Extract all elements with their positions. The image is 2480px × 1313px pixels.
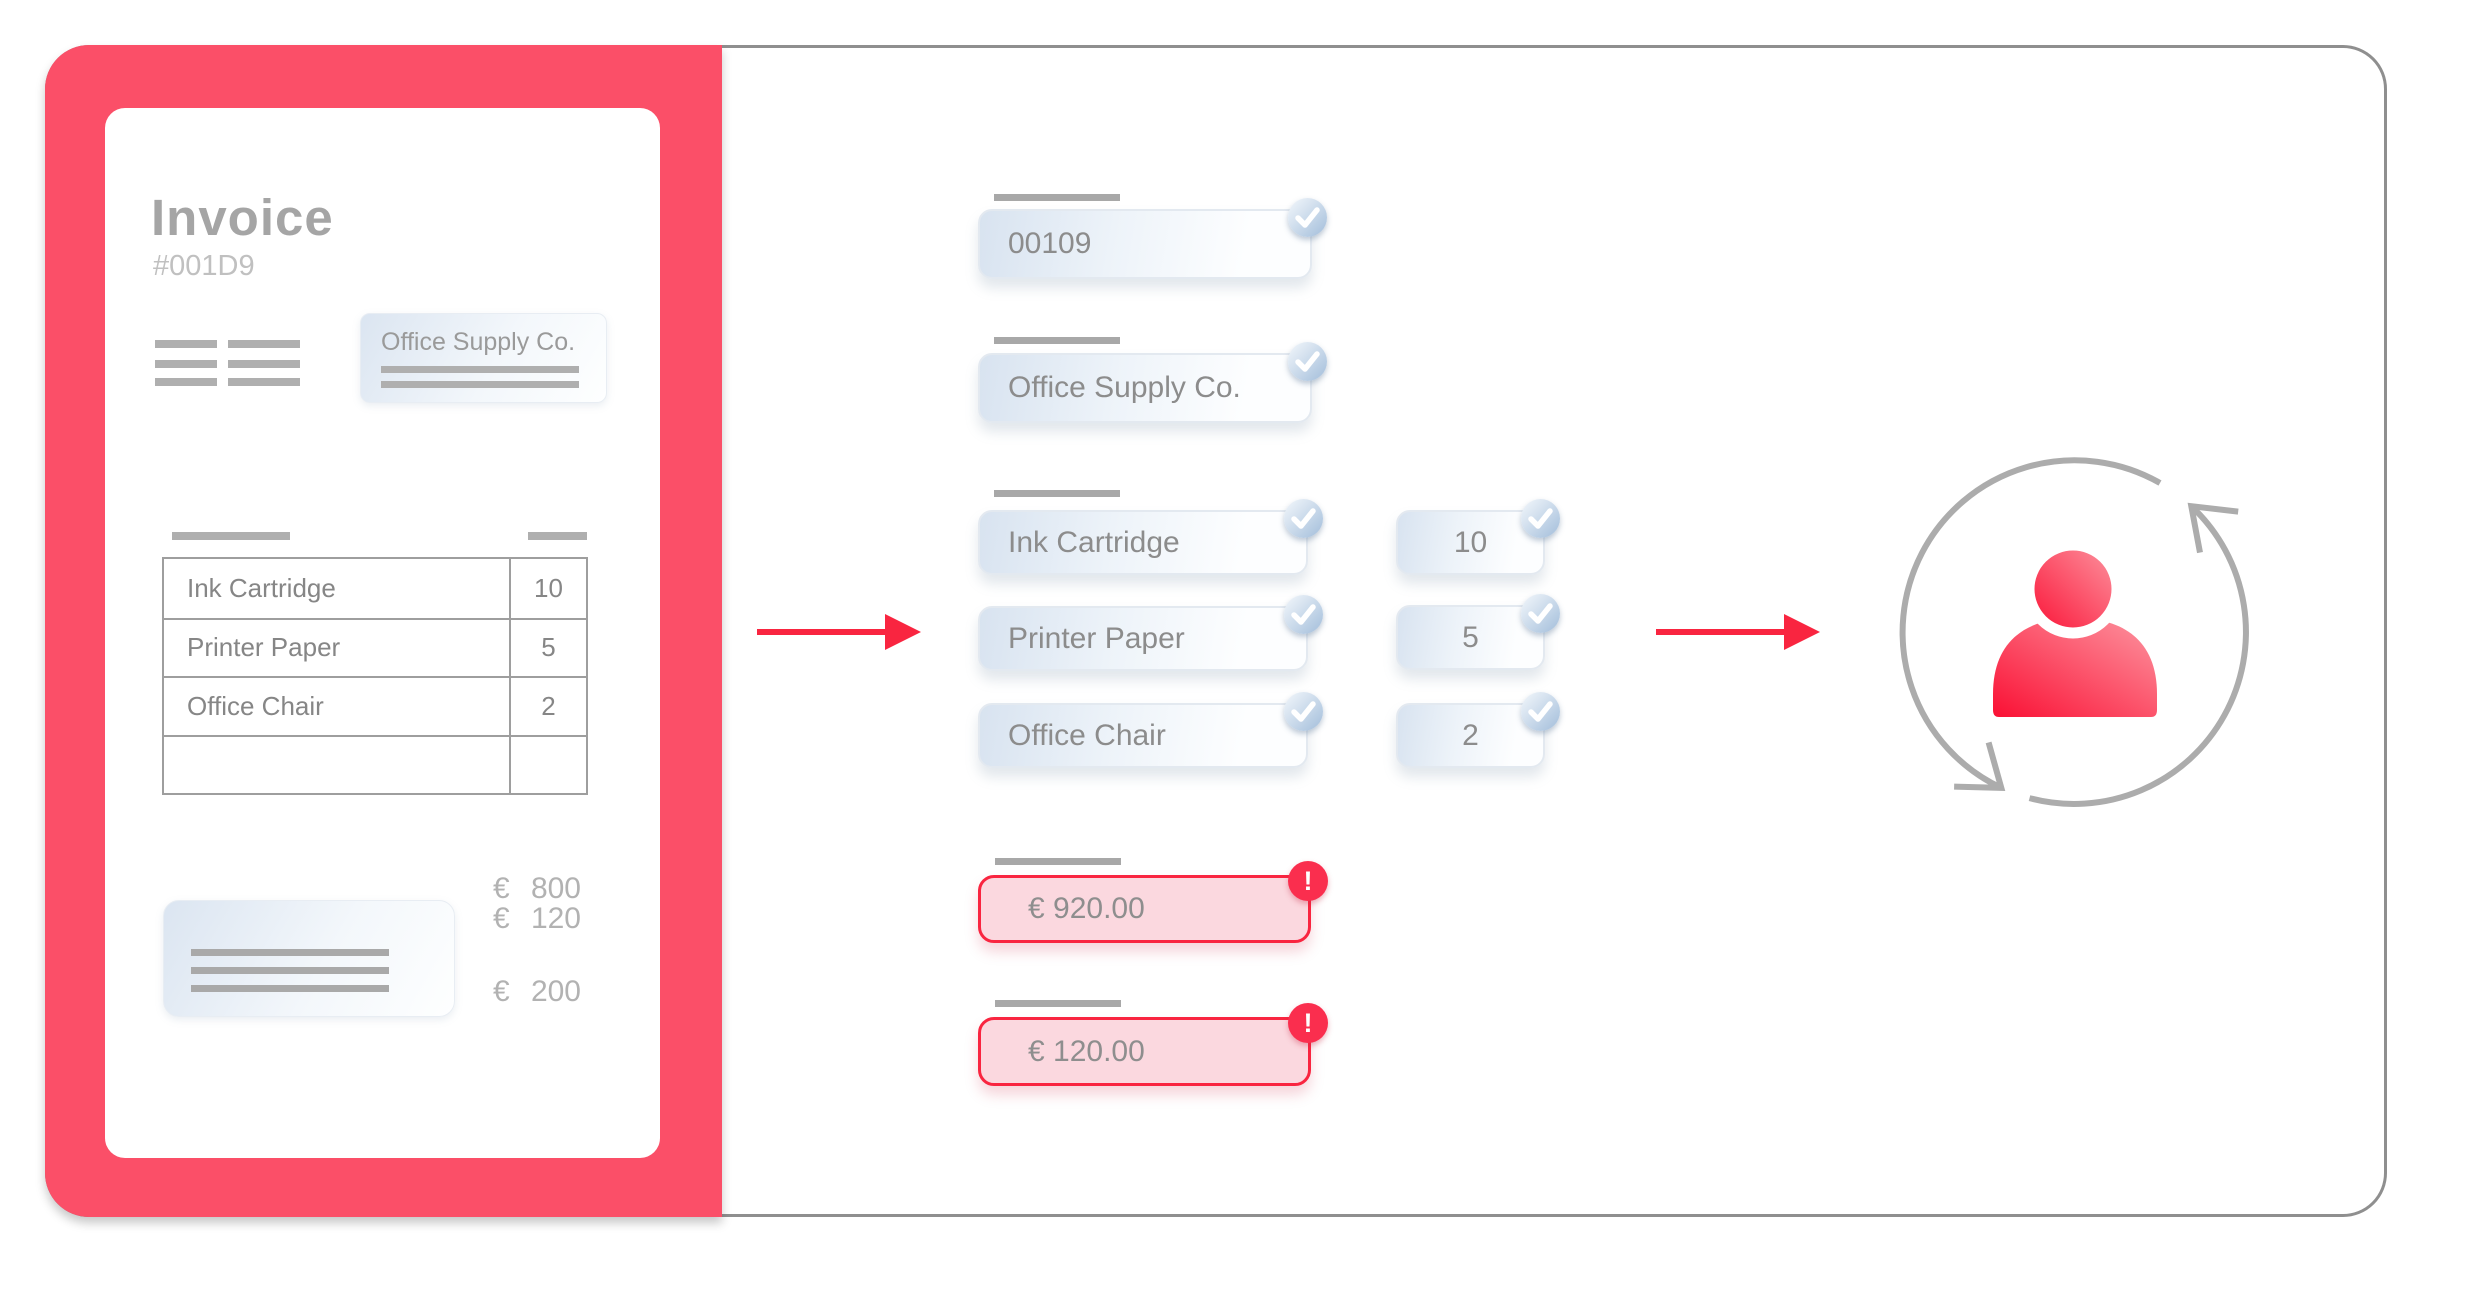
text-placeholder-bar bbox=[228, 360, 300, 368]
invoice-number-field[interactable]: 00109 bbox=[978, 198, 1327, 279]
check-icon bbox=[1288, 342, 1327, 381]
item-qty-cell: 10 bbox=[509, 559, 586, 618]
table-row: Office Chair 2 bbox=[164, 676, 586, 735]
item-name-cell: Office Chair bbox=[187, 690, 324, 721]
field-label-bar bbox=[994, 490, 1120, 497]
amount-value: 800 bbox=[530, 872, 581, 905]
check-icon bbox=[1521, 499, 1560, 538]
sync-arrows-icon bbox=[1899, 457, 2249, 807]
amount-value: 120 bbox=[530, 902, 581, 935]
line-item-qty-field[interactable]: 5 bbox=[1396, 594, 1560, 670]
table-header-bar bbox=[528, 532, 587, 540]
invoice-document-panel: Invoice #001D9 Office Supply Co. bbox=[45, 45, 722, 1217]
supplier-card: Office Supply Co. bbox=[360, 313, 607, 403]
total-amount-field[interactable]: € 920.00 ! bbox=[978, 861, 1328, 943]
arrow-right-icon bbox=[757, 614, 921, 650]
line-item-name-value: Printer Paper bbox=[1008, 621, 1185, 655]
invoice-page: Invoice #001D9 Office Supply Co. bbox=[105, 108, 660, 1158]
alert-icon: ! bbox=[1288, 1003, 1328, 1043]
line-item-name-field[interactable]: Printer Paper bbox=[978, 595, 1323, 671]
line-item-name-field[interactable]: Ink Cartridge bbox=[978, 499, 1323, 575]
table-row-empty bbox=[164, 734, 586, 794]
text-placeholder-bar bbox=[228, 378, 300, 386]
line-item-name-field[interactable]: Office Chair bbox=[978, 692, 1323, 768]
field-label-bar bbox=[994, 337, 1120, 344]
field-label-bar bbox=[995, 858, 1121, 865]
amount-row: € 120 bbox=[493, 902, 581, 936]
text-placeholder-bar bbox=[228, 340, 300, 348]
currency-symbol: € bbox=[493, 975, 510, 1008]
line-item-name-value: Office Chair bbox=[1008, 718, 1166, 752]
check-icon bbox=[1284, 692, 1323, 731]
text-placeholder-bar bbox=[191, 949, 389, 956]
line-item-name-value: Ink Cartridge bbox=[1008, 525, 1180, 559]
item-qty-cell: 2 bbox=[509, 678, 586, 735]
amount-row: € 200 bbox=[493, 975, 581, 1009]
check-icon bbox=[1284, 595, 1323, 634]
arrow-right-icon bbox=[1656, 614, 1820, 650]
tax-amount-value: € 120.00 bbox=[1028, 1034, 1145, 1068]
check-icon bbox=[1521, 594, 1560, 633]
invoice-number: #001D9 bbox=[153, 250, 255, 282]
payment-note-card bbox=[163, 900, 455, 1017]
currency-symbol: € bbox=[493, 902, 510, 935]
line-item-qty-value: 5 bbox=[1462, 620, 1479, 654]
text-placeholder-bar bbox=[155, 340, 217, 348]
total-amount-value: € 920.00 bbox=[1028, 892, 1145, 925]
line-item-qty-field[interactable]: 2 bbox=[1396, 692, 1560, 768]
check-icon bbox=[1288, 198, 1327, 237]
amount-value: 200 bbox=[530, 975, 581, 1008]
field-label-bar bbox=[995, 1000, 1121, 1007]
line-item-qty-value: 2 bbox=[1462, 718, 1479, 752]
check-icon bbox=[1284, 499, 1323, 538]
line-item-qty-field[interactable]: 10 bbox=[1396, 499, 1560, 575]
text-placeholder-bar bbox=[191, 967, 389, 974]
person-sync-icon bbox=[1899, 457, 2249, 807]
supplier-card-name: Office Supply Co. bbox=[381, 328, 576, 356]
line-item-qty-value: 10 bbox=[1453, 525, 1488, 559]
alert-icon: ! bbox=[1288, 861, 1328, 901]
invoice-line-items-table: Ink Cartridge 10 Printer Paper 5 Office … bbox=[162, 557, 588, 795]
check-icon bbox=[1521, 692, 1560, 731]
item-name-cell: Ink Cartridge bbox=[187, 572, 336, 603]
text-placeholder-bar bbox=[191, 985, 389, 992]
text-placeholder-bar bbox=[155, 378, 217, 386]
invoice-title: Invoice bbox=[151, 189, 334, 246]
supplier-name-field[interactable]: Office Supply Co. bbox=[978, 342, 1327, 423]
text-placeholder-bar bbox=[155, 360, 217, 368]
item-qty-cell: 5 bbox=[509, 619, 586, 676]
item-qty-cell bbox=[509, 736, 586, 793]
item-name-cell bbox=[164, 737, 509, 794]
field-label-bar bbox=[994, 194, 1120, 201]
item-name-cell: Printer Paper bbox=[187, 632, 341, 663]
currency-symbol: € bbox=[493, 872, 510, 905]
amount-row: € 800 bbox=[493, 872, 581, 906]
table-row: Ink Cartridge 10 bbox=[164, 559, 586, 618]
tax-amount-field[interactable]: € 120.00 ! bbox=[978, 1003, 1328, 1086]
person-icon bbox=[1993, 539, 2157, 717]
table-row: Printer Paper 5 bbox=[164, 617, 586, 676]
invoice-number-value: 00109 bbox=[1008, 227, 1092, 260]
supplier-name-value: Office Supply Co. bbox=[1008, 371, 1241, 404]
text-placeholder-bar bbox=[381, 366, 579, 373]
text-placeholder-bar bbox=[381, 381, 579, 388]
table-header-bar bbox=[172, 532, 290, 540]
